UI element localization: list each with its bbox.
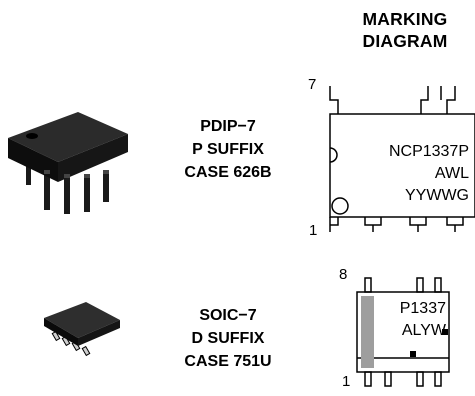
pdip-marking-line-1: NCP1337P bbox=[388, 143, 469, 160]
soic-chip-illustration bbox=[44, 302, 120, 357]
pdip-marking-diagram bbox=[329, 86, 475, 232]
pdip-body-outline bbox=[329, 113, 475, 218]
header-line-1: MARKING bbox=[362, 9, 448, 29]
pdip-pin1-dot bbox=[331, 197, 349, 215]
soic-bottom-pin bbox=[364, 371, 372, 387]
pdip-leg bbox=[103, 170, 109, 202]
soic-pin-number-bottom: 1 bbox=[342, 373, 351, 390]
soic-pin-number-top: 8 bbox=[339, 266, 348, 283]
pdip-marking-line-2: AWL bbox=[434, 165, 469, 182]
soic-marking-diagram bbox=[356, 277, 450, 387]
soic-top-pin bbox=[434, 277, 442, 293]
pdip-package-label: PDIP−7 P SUFFIX CASE 626B bbox=[168, 115, 288, 184]
soic-package-line-3: CASE 751U bbox=[184, 353, 272, 370]
soic-package-line-2: D SUFFIX bbox=[191, 330, 265, 347]
pdip-top-pin bbox=[446, 86, 456, 114]
pdip-top-pin bbox=[420, 86, 429, 114]
soic-marking-dot bbox=[410, 351, 416, 357]
pdip-leg bbox=[26, 160, 31, 185]
marking-diagram-header: MARKING DIAGRAM bbox=[340, 8, 470, 52]
pdip-package-line-1: PDIP−7 bbox=[200, 118, 256, 135]
pdip-leg bbox=[84, 174, 90, 212]
soic-body-outline bbox=[356, 291, 450, 373]
pdip-marking-text: NCP1337P AWL YYWWG bbox=[339, 141, 469, 207]
soic-top-pin bbox=[364, 277, 372, 293]
soic-top-pin bbox=[416, 277, 424, 293]
pdip-package-line-2: P SUFFIX bbox=[192, 141, 264, 158]
pdip-package-line-3: CASE 626B bbox=[184, 164, 272, 181]
soic-bottom-pin bbox=[434, 371, 442, 387]
soic-marking-line-2: ALYW bbox=[401, 322, 446, 339]
soic-marking-text: P1337 ALYW bbox=[376, 298, 446, 342]
pdip-leg bbox=[44, 170, 50, 210]
soic-marking-dot bbox=[442, 329, 448, 335]
soic-package-label: SOIC−7 D SUFFIX CASE 751U bbox=[168, 304, 288, 373]
pdip-marking-line-3: YYWWG bbox=[405, 187, 469, 204]
header-line-2: DIAGRAM bbox=[362, 31, 448, 51]
soic-bottom-pin bbox=[416, 371, 424, 387]
pdip-chip-illustration bbox=[8, 112, 128, 214]
pdip-top-pin bbox=[329, 86, 339, 114]
soic-package-line-1: SOIC−7 bbox=[199, 307, 257, 324]
pdip-leg bbox=[64, 174, 70, 214]
pdip-pin-number-top: 7 bbox=[308, 76, 317, 93]
soic-pin1-stripe bbox=[361, 296, 374, 368]
soic-bottom-pin bbox=[384, 371, 392, 387]
soic-marking-line-1: P1337 bbox=[399, 300, 446, 317]
pdip-pin-number-bottom: 1 bbox=[309, 222, 318, 239]
